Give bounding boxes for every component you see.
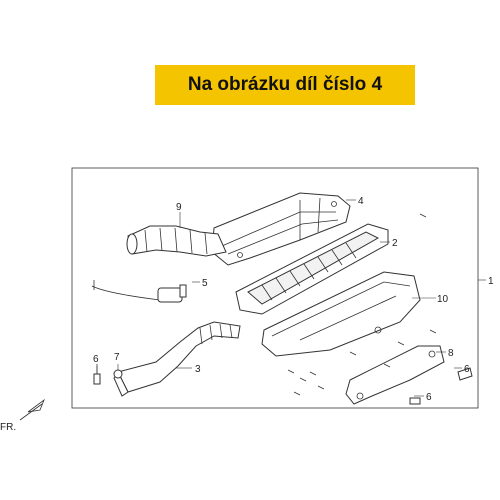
callout-5: 5: [202, 278, 208, 289]
callout-7: 7: [114, 352, 120, 363]
callout-4: 4: [358, 196, 364, 207]
callout-9: 9: [176, 202, 182, 213]
banner-text: Na obrázku díl číslo 4: [187, 74, 383, 95]
part-10-air-cleaner-case: [261, 271, 421, 357]
part-4-air-cleaner-cover: [211, 192, 351, 266]
front-direction-label: FR.: [0, 422, 16, 433]
leader-lines: [96, 199, 486, 397]
part-5-breather-hose: [91, 280, 187, 303]
callout-6-right: 6: [464, 364, 470, 375]
part-6-bolt-right: [457, 367, 473, 381]
part-2-filter-element: [235, 223, 389, 315]
callout-6-bottom: 6: [426, 392, 432, 403]
callout-2: 2: [392, 238, 398, 249]
part-6-bolt-bottom: [409, 397, 421, 405]
part-number-banner: Na obrázku díl číslo 4: [155, 65, 415, 105]
part-9-intake-tube: [126, 225, 227, 257]
diagram-frame: [71, 167, 479, 409]
case-screws: [287, 213, 437, 396]
part-8-bracket: [345, 345, 445, 405]
callout-1: 1: [488, 276, 494, 287]
front-direction-arrow-icon: [19, 398, 45, 421]
callout-10: 10: [437, 294, 449, 305]
callout-8: 8: [448, 348, 454, 359]
callout-6-left: 6: [93, 354, 99, 365]
part-3-intake-duct: [113, 321, 241, 397]
part-7-clamp: [113, 369, 123, 379]
callout-3: 3: [195, 364, 201, 375]
